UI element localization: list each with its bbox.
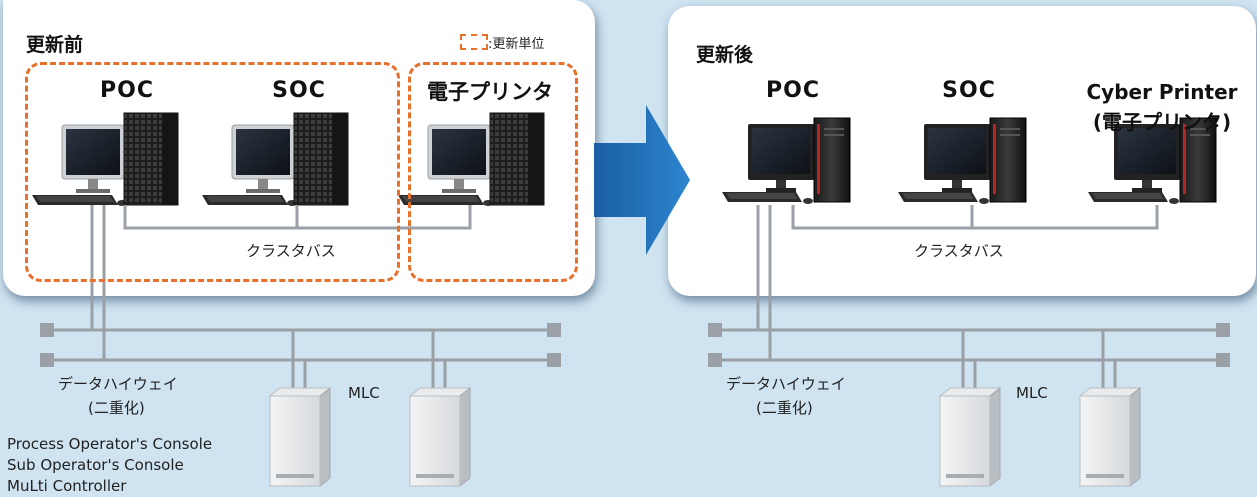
before-soc-label: SOC bbox=[272, 78, 326, 103]
before-update-unit-printer bbox=[408, 62, 578, 282]
before-poc-label: POC bbox=[100, 78, 154, 103]
before-highway-sub-label: (二重化) bbox=[88, 399, 145, 417]
before-cluster-bus bbox=[123, 205, 472, 230]
after-mlc-2 bbox=[1079, 387, 1141, 487]
after-soc-label: SOC bbox=[942, 78, 996, 103]
before-title: 更新前 bbox=[26, 34, 84, 56]
after-soc-computer bbox=[897, 117, 1027, 205]
after-poc-computer bbox=[721, 117, 851, 205]
after-cluster-bus-label: クラスタバス bbox=[914, 242, 1004, 260]
legend-dashed-box bbox=[460, 34, 488, 50]
after-data-highway bbox=[714, 328, 1222, 362]
before-update-unit-poc-soc bbox=[25, 62, 400, 282]
before-highway-label: データハイウェイ bbox=[58, 375, 178, 393]
after-mlc-1 bbox=[939, 387, 1001, 487]
before-data-highway bbox=[47, 328, 553, 362]
before-highway-terminators bbox=[40, 323, 561, 367]
after-highway-terminators bbox=[708, 323, 1230, 367]
footnote-soc: Sub Operator's Console bbox=[7, 456, 184, 474]
before-cluster-bus-label: クラスタバス bbox=[246, 242, 336, 260]
after-printer-label-2: (電子プリンタ) bbox=[1092, 110, 1232, 134]
before-printer-label: 電子プリンタ bbox=[427, 80, 553, 104]
after-highway-sub-label: (二重化) bbox=[756, 399, 813, 417]
after-mlc-label: MLC bbox=[1016, 384, 1048, 402]
after-cluster-bus bbox=[791, 205, 1159, 230]
transition-arrow bbox=[594, 105, 690, 255]
before-mlc-1 bbox=[269, 387, 331, 487]
after-printer-label-1: Cyber Printer bbox=[1086, 80, 1238, 104]
before-mlc-2 bbox=[409, 387, 471, 487]
after-title: 更新後 bbox=[696, 44, 754, 66]
after-poc-label: POC bbox=[766, 78, 820, 103]
footnote-poc: Process Operator's Console bbox=[7, 435, 213, 453]
before-mlc-label: MLC bbox=[348, 384, 380, 402]
after-highway-label: データハイウェイ bbox=[726, 375, 846, 393]
footnote-mlc: MuLti Controller bbox=[7, 477, 127, 495]
legend-label: :更新単位 bbox=[488, 37, 545, 52]
